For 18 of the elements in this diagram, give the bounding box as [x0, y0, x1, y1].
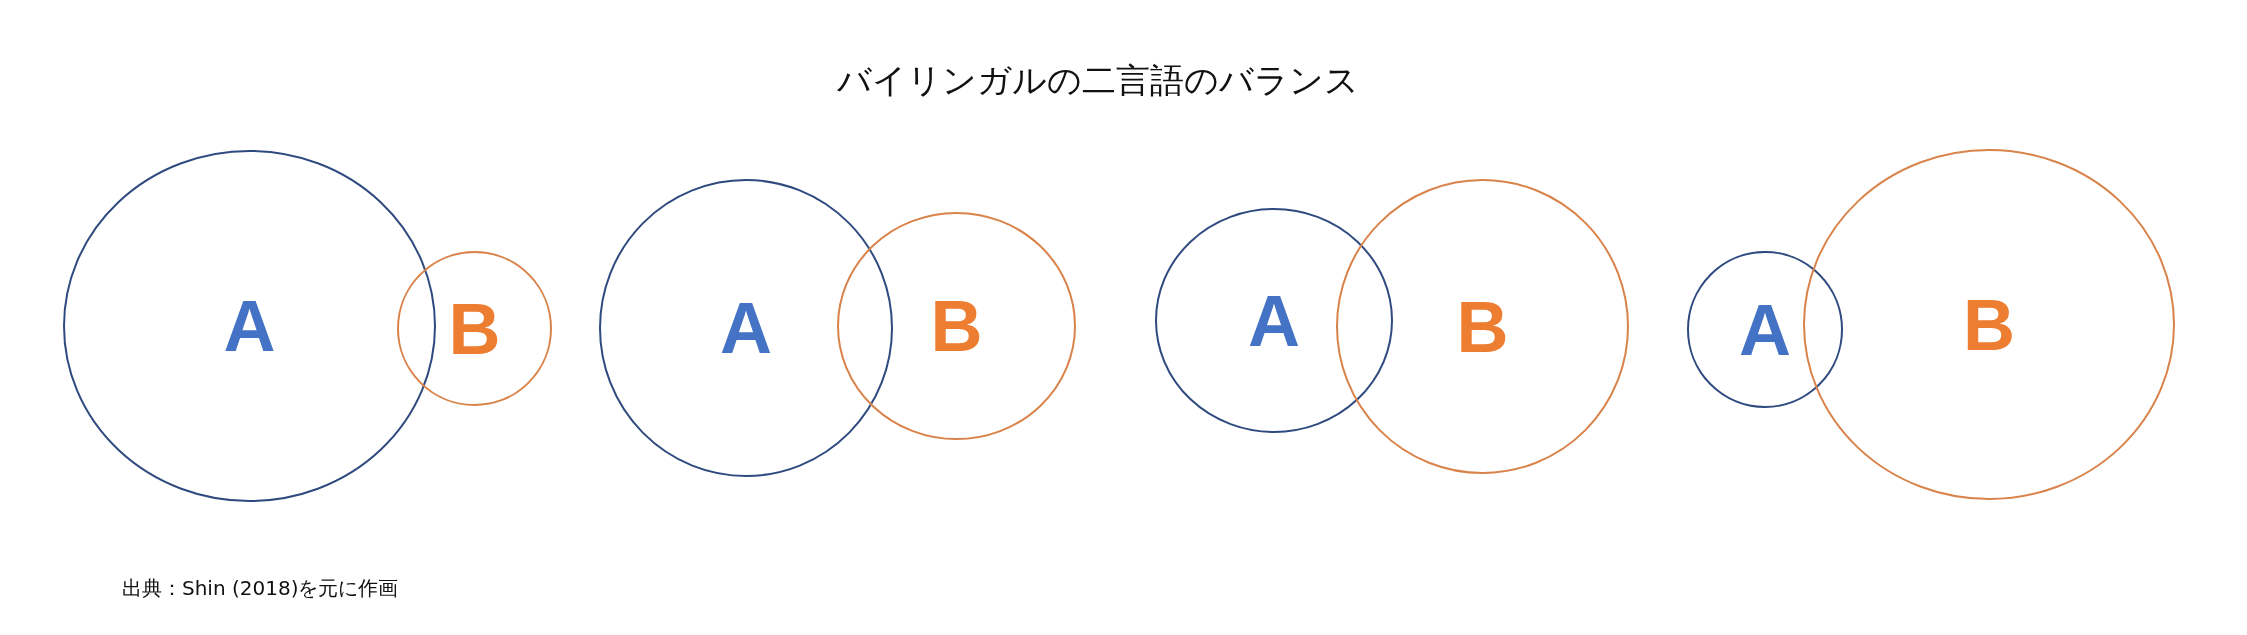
language-circle — [1687, 251, 1843, 408]
circle-letter: A — [720, 292, 772, 364]
source-caption: 出典：Shin (2018)を元に作画 — [122, 575, 399, 602]
circle-letter: A — [1739, 293, 1791, 366]
circle-letter: B — [930, 290, 983, 362]
language-circle — [837, 212, 1076, 440]
circle-letter: A — [1248, 284, 1300, 357]
circle-letter: A — [223, 290, 276, 362]
language-circle — [1336, 179, 1629, 474]
circle-letter: B — [1963, 288, 2015, 361]
language-circle — [397, 251, 552, 406]
circle-letter: B — [448, 292, 501, 365]
language-circle — [1803, 149, 2175, 500]
language-circle — [1155, 208, 1393, 433]
language-circle — [599, 179, 893, 477]
diagram-title: バイリンガルの二言語のバランス — [837, 59, 1359, 102]
language-circle — [63, 150, 436, 502]
circle-letter: B — [1456, 290, 1509, 363]
